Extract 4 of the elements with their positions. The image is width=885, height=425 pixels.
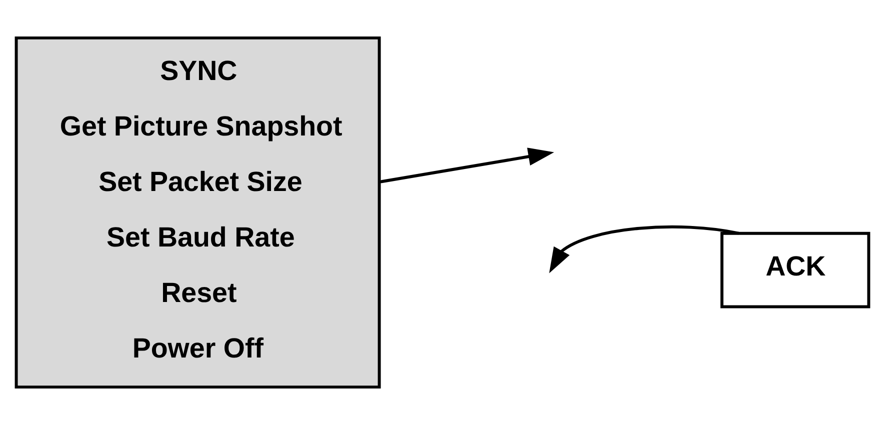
arrow (379, 148, 554, 184)
node-box: SYNC Get Picture Snapshot Set Packet Size Set Baud Rate Reset Power Off (14, 36, 381, 389)
node-box: ACK (720, 232, 870, 308)
arrow (549, 225, 740, 274)
